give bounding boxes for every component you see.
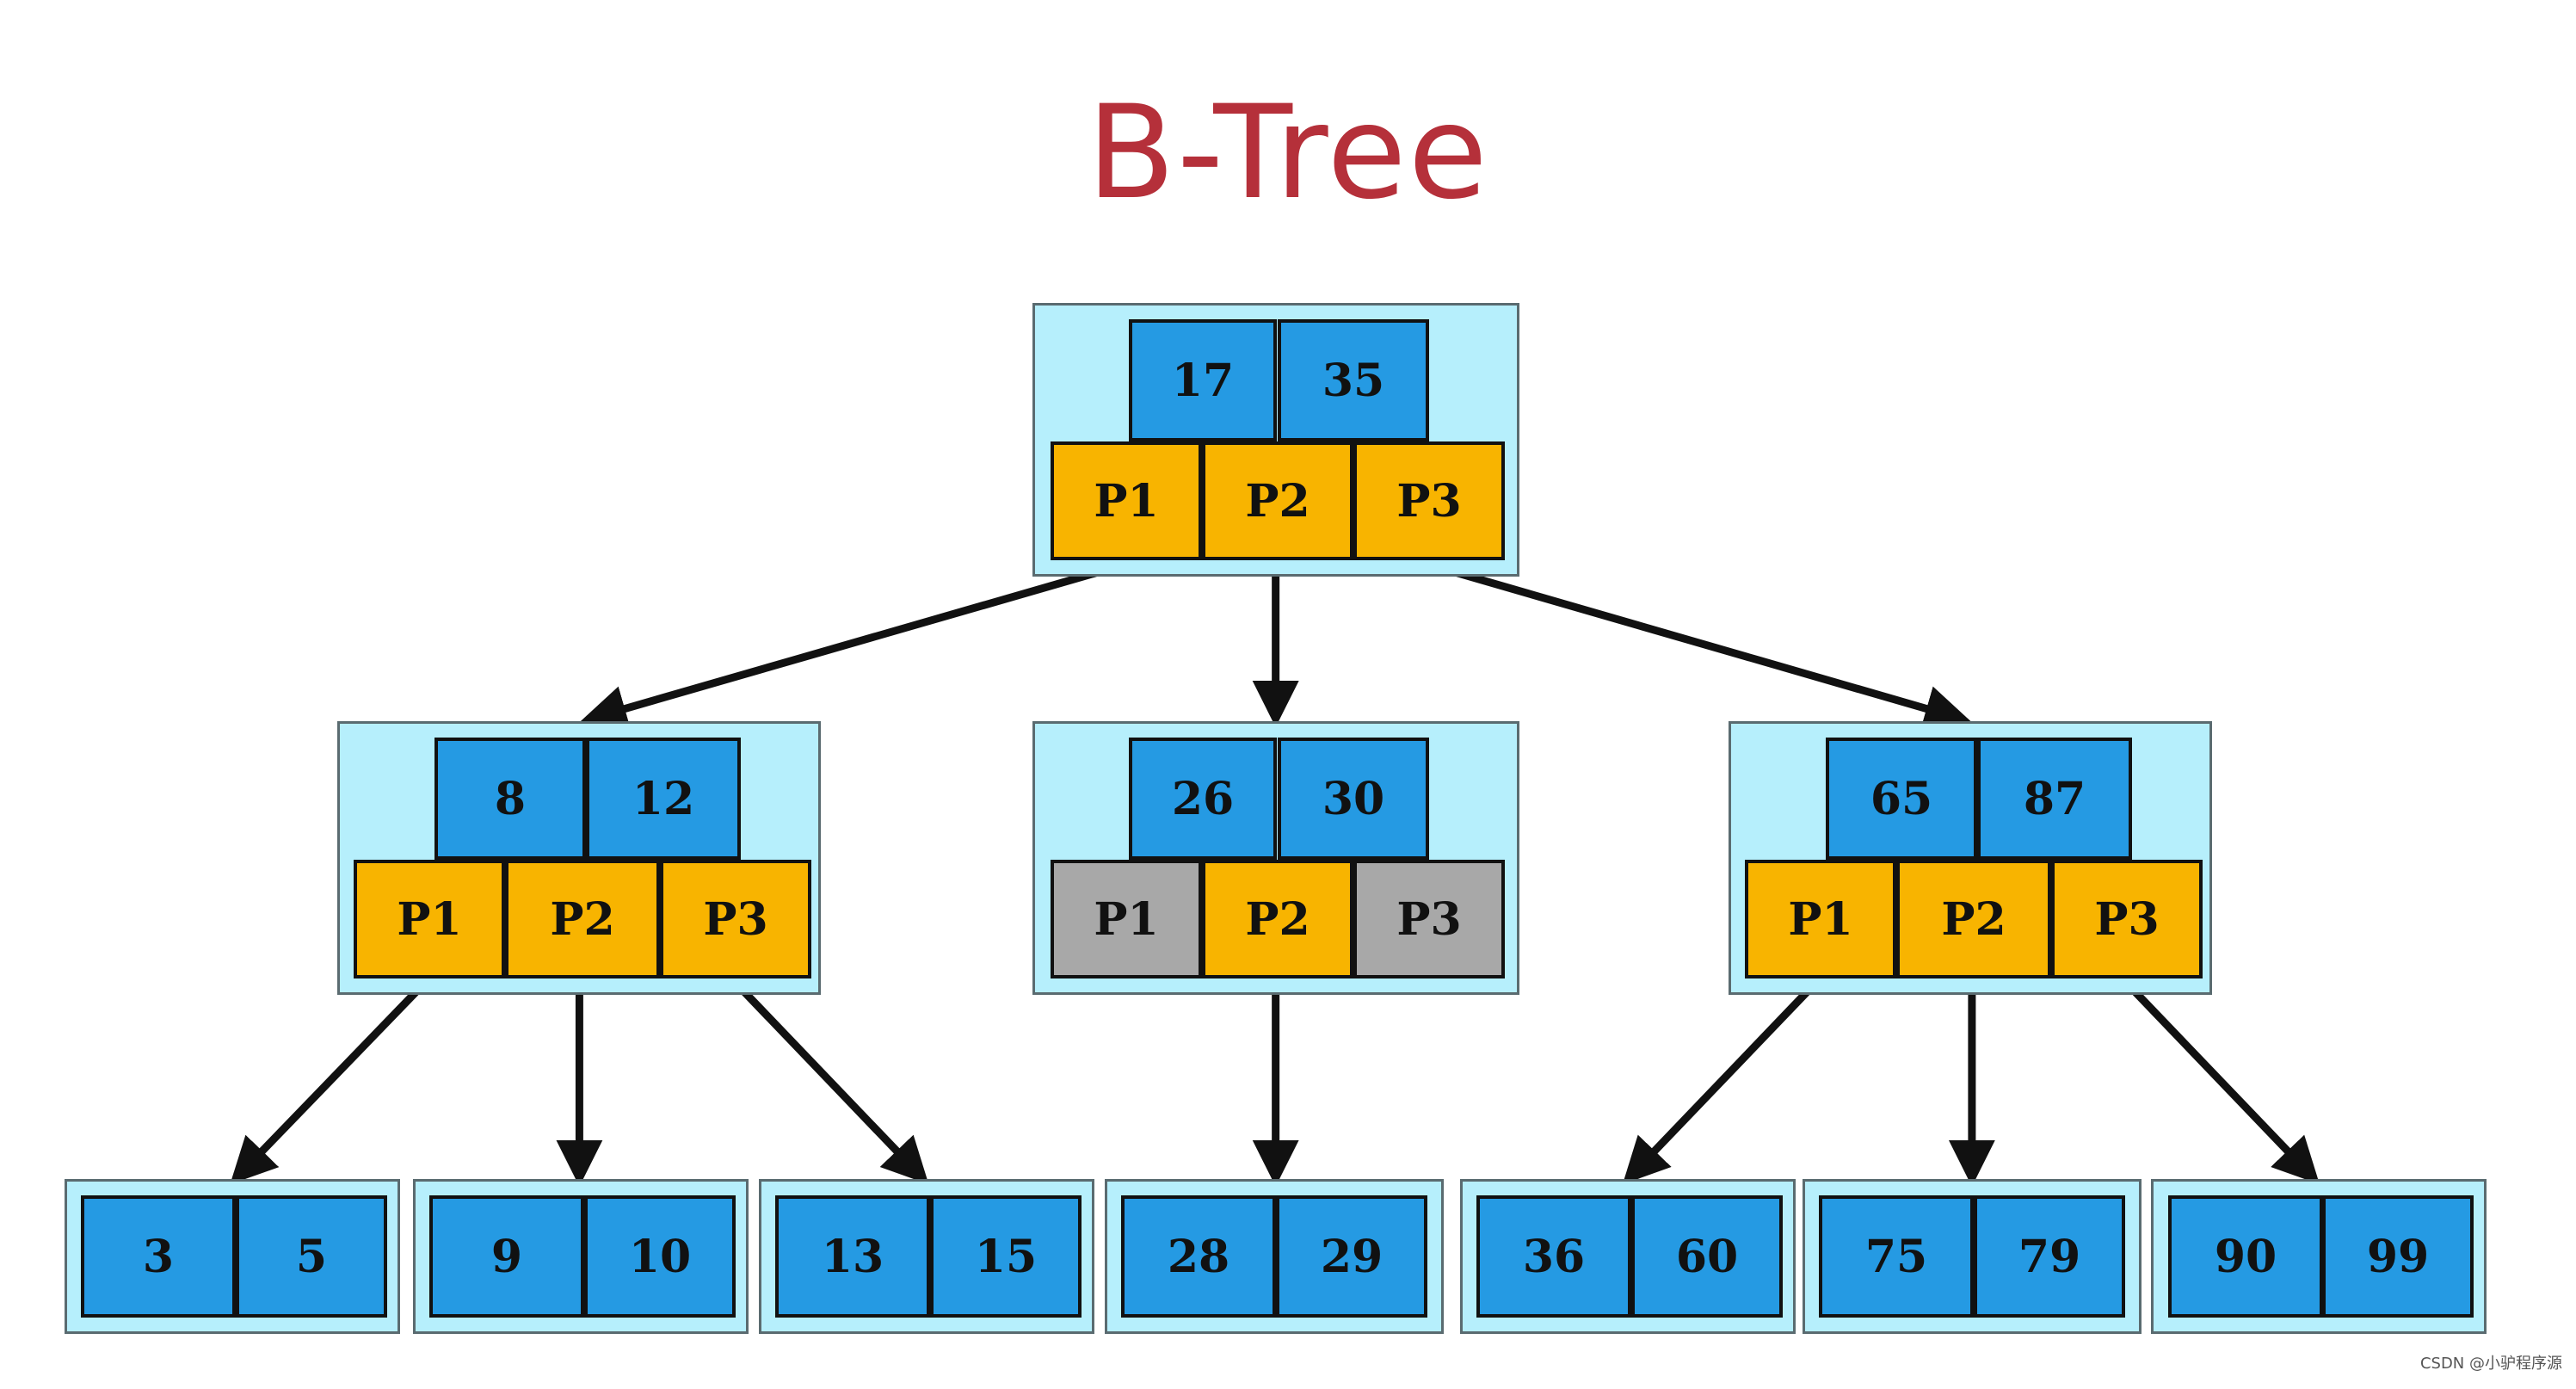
key-cell-leaf4-0: 28: [1121, 1195, 1276, 1318]
pointer-cell-middle-0: P1: [1051, 860, 1202, 978]
key-cell-leaf5-0: 36: [1476, 1195, 1631, 1318]
key-cell-right-1: 87: [1977, 738, 2132, 860]
pointer-cell-left-0: P1: [354, 860, 505, 978]
watermark: CSDN @小驴程序源: [2419, 1355, 2562, 1373]
key-cell-leaf4-1: 29: [1276, 1195, 1427, 1318]
pointer-cell-left-2: P3: [660, 860, 811, 978]
key-cell-leaf7-1: 99: [2322, 1195, 2474, 1318]
key-cell-leaf6-1: 79: [1974, 1195, 2125, 1318]
pointer-cell-middle-2: P3: [1353, 860, 1505, 978]
pointer-cell-right-0: P1: [1745, 860, 1896, 978]
diagram-title: B-Tree: [1087, 78, 1489, 228]
edge-left-p3-to-leaf3: [730, 978, 929, 1185]
key-cell-middle-0: 26: [1129, 738, 1277, 860]
key-cell-leaf3-0: 13: [775, 1195, 930, 1318]
edge-right-p1-to-leaf5: [1622, 978, 1821, 1185]
pointer-cell-left-1: P2: [505, 860, 660, 978]
edge-root-p1-to-left: [580, 560, 1125, 732]
key-cell-leaf1-1: 5: [236, 1195, 387, 1318]
pointer-cell-right-2: P3: [2051, 860, 2203, 978]
key-cell-leaf7-0: 90: [2168, 1195, 2323, 1318]
key-cell-leaf6-0: 75: [1819, 1195, 1974, 1318]
key-cell-leaf2-1: 10: [584, 1195, 736, 1318]
edge-left-p1-to-leaf1: [230, 978, 429, 1185]
key-cell-leaf5-1: 60: [1631, 1195, 1783, 1318]
key-cell-right-0: 65: [1826, 738, 1977, 860]
pointer-cell-right-1: P2: [1896, 860, 2051, 978]
key-cell-leaf2-0: 9: [429, 1195, 584, 1318]
key-cell-left-1: 12: [586, 738, 741, 860]
edge-root-p3-to-right: [1427, 560, 1971, 732]
pointer-cell-root-2: P3: [1353, 441, 1505, 560]
pointer-cell-middle-1: P2: [1202, 860, 1353, 978]
key-cell-root-1: 35: [1278, 319, 1429, 441]
key-cell-root-0: 17: [1129, 319, 1277, 441]
key-cell-leaf3-1: 15: [930, 1195, 1082, 1318]
key-cell-leaf1-0: 3: [81, 1195, 236, 1318]
pointer-cell-root-1: P2: [1202, 441, 1353, 560]
edge-right-p3-to-leaf7: [2122, 978, 2320, 1185]
key-cell-left-0: 8: [434, 738, 586, 860]
key-cell-middle-1: 30: [1278, 738, 1429, 860]
pointer-cell-root-0: P1: [1051, 441, 1202, 560]
